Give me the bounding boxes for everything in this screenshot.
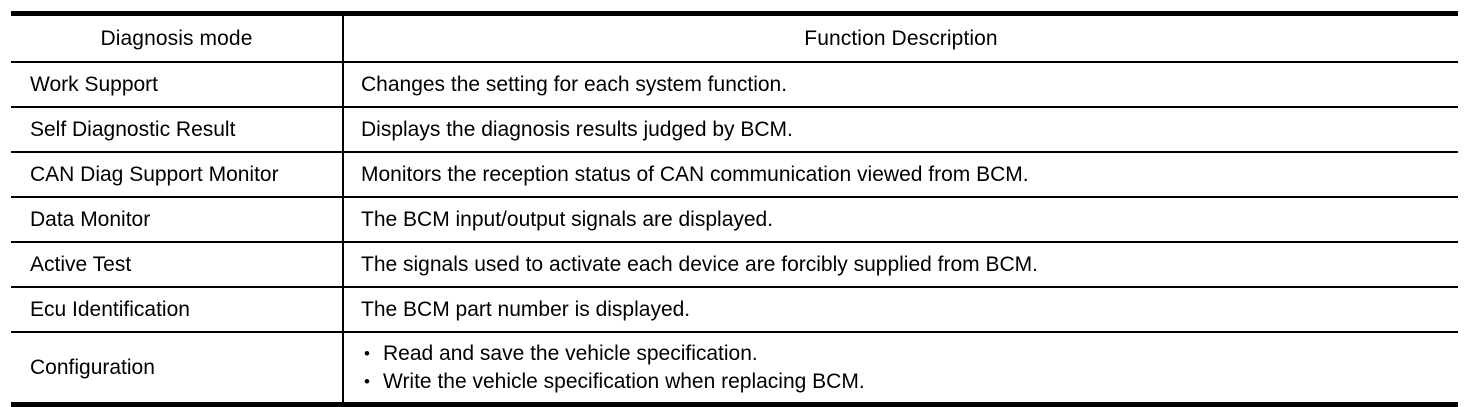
table-head: Diagnosis mode Function Description xyxy=(11,13,1458,63)
list-item: • Write the vehicle specification when r… xyxy=(361,368,1448,396)
column-header-diagnosis-mode: Diagnosis mode xyxy=(11,13,344,63)
cell-function-description: The BCM part number is displayed. xyxy=(343,287,1458,333)
bullet-list: • Read and save the vehicle specificatio… xyxy=(361,340,1448,396)
table-row: CAN Diag Support Monitor Monitors the re… xyxy=(11,152,1458,198)
cell-function-description: The BCM input/output signals are display… xyxy=(343,197,1458,243)
diagnosis-mode-table: Diagnosis mode Function Description Work… xyxy=(11,11,1458,407)
table-row: Self Diagnostic Result Displays the diag… xyxy=(11,107,1458,153)
table-row: Work Support Changes the setting for eac… xyxy=(11,62,1458,108)
table-row: Ecu Identification The BCM part number i… xyxy=(11,287,1458,333)
table-row: Configuration • Read and save the vehicl… xyxy=(11,332,1458,405)
cell-diagnosis-mode: Configuration xyxy=(11,332,344,405)
list-item-label: Read and save the vehicle specification. xyxy=(383,341,758,365)
cell-diagnosis-mode: Self Diagnostic Result xyxy=(11,107,344,153)
table-row: Data Monitor The BCM input/output signal… xyxy=(11,197,1458,243)
table-header-row: Diagnosis mode Function Description xyxy=(11,13,1458,63)
list-item-label: Write the vehicle specification when rep… xyxy=(383,369,865,393)
cell-function-description: Monitors the reception status of CAN com… xyxy=(343,152,1458,198)
table-body: Work Support Changes the setting for eac… xyxy=(11,62,1458,405)
cell-diagnosis-mode: Ecu Identification xyxy=(11,287,344,333)
cell-function-description: Changes the setting for each system func… xyxy=(343,62,1458,108)
cell-diagnosis-mode: Work Support xyxy=(11,62,344,108)
cell-function-description: The signals used to activate each device… xyxy=(343,242,1458,288)
cell-function-description: • Read and save the vehicle specificatio… xyxy=(343,332,1458,405)
column-header-function-description: Function Description xyxy=(343,13,1458,63)
bullet-icon: • xyxy=(364,343,370,363)
bullet-icon: • xyxy=(364,371,370,391)
cell-function-description: Displays the diagnosis results judged by… xyxy=(343,107,1458,153)
list-item: • Read and save the vehicle specificatio… xyxy=(361,340,1448,368)
table-row: Active Test The signals used to activate… xyxy=(11,242,1458,288)
diagnosis-mode-table-wrapper: Diagnosis mode Function Description Work… xyxy=(11,11,1458,407)
cell-diagnosis-mode: Data Monitor xyxy=(11,197,344,243)
cell-diagnosis-mode: Active Test xyxy=(11,242,344,288)
cell-diagnosis-mode: CAN Diag Support Monitor xyxy=(11,152,344,198)
